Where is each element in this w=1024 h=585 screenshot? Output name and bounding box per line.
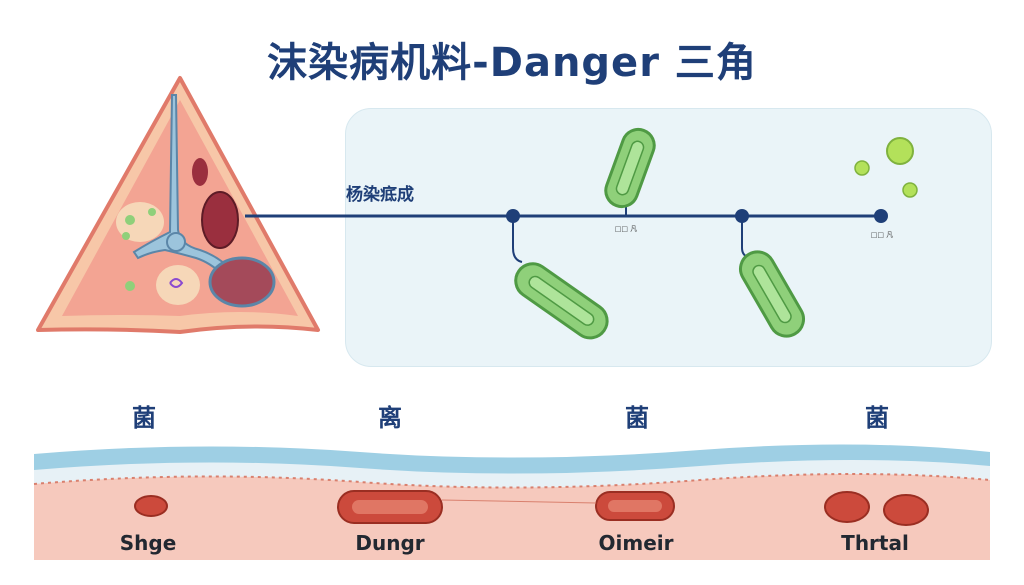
top-label-3: 菌 [625, 404, 649, 432]
blood-cell-core [608, 500, 662, 512]
bottom-label-3: Oimeir [598, 531, 674, 555]
blood-cell [824, 491, 870, 523]
pathway-node [874, 209, 888, 223]
bacteria-panel [345, 108, 992, 367]
spore [886, 137, 914, 165]
bacterium-rod [514, 262, 609, 340]
blood-cell [883, 494, 929, 526]
bottom-label-4: Thrtal [841, 531, 909, 555]
organelle-dark [201, 191, 239, 249]
bottom-label-1: Shge [119, 531, 177, 555]
top-label-1: 菌 [132, 404, 156, 432]
blood-cell [134, 495, 168, 517]
organelle-vesicle [208, 256, 276, 308]
top-label-2: 离 [378, 404, 402, 432]
page-title: 沫染病机料-Danger 三角 [267, 40, 757, 86]
blood-cell-core [352, 500, 428, 514]
bacterium-rod [604, 127, 656, 209]
pathway-line [245, 205, 888, 263]
blood-cells [134, 490, 929, 526]
spore [902, 182, 918, 198]
node-caption: □□ 凡 [870, 231, 894, 239]
danger-triangle [36, 76, 320, 334]
node-caption: □□ 凡 [614, 225, 638, 233]
bottom-label-2: Dungr [355, 531, 425, 555]
spore [854, 160, 870, 176]
tissue-layer [33, 444, 991, 560]
top-label-4: 菌 [865, 404, 889, 432]
pathway-label: 杨染疷成 [346, 185, 414, 205]
bacterium-rod [739, 250, 805, 338]
